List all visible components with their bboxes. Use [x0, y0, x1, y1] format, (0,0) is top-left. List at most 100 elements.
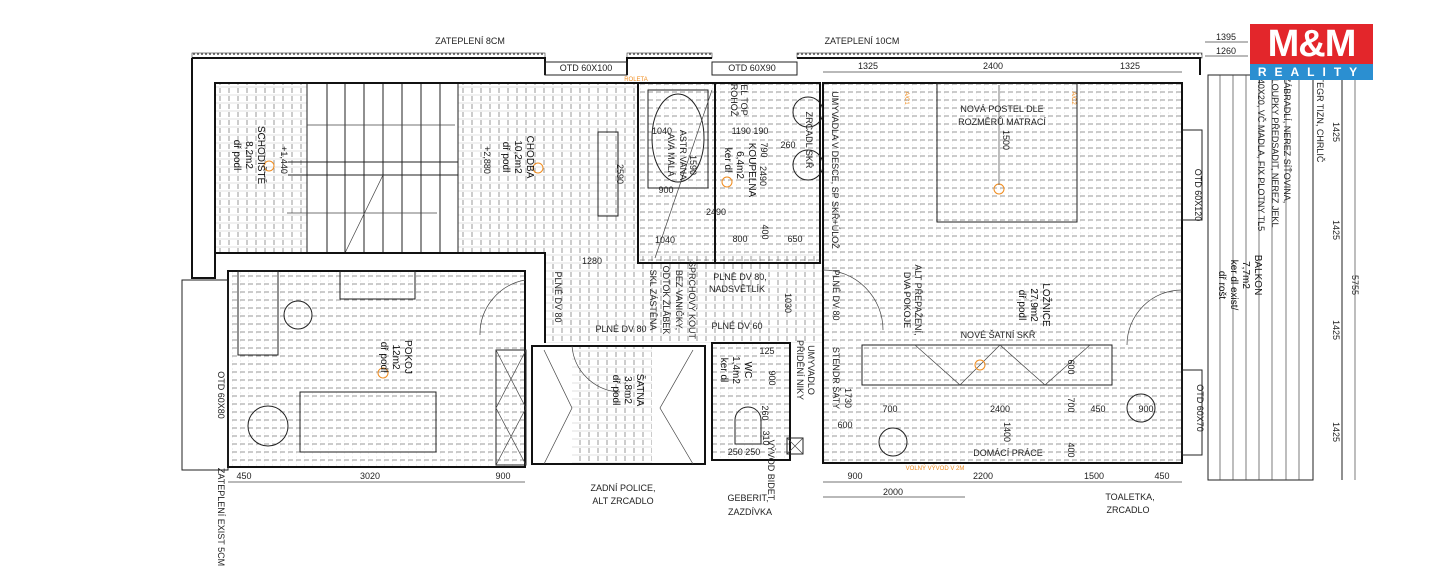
floor-chodba	[458, 83, 638, 253]
floor-loznice	[823, 83, 1182, 463]
note-alt-zrcadlo: ALT ZRCADLO	[592, 496, 653, 506]
dim-r-1425d: 1425	[1331, 422, 1341, 442]
dim-top-3: 1325	[1120, 61, 1140, 71]
dim-l-1400: 1400	[1002, 422, 1012, 442]
insulation-10cm-label: ZATEPLENÍ 10CM	[825, 36, 900, 46]
note-zabradli-3: 40X20, VČ MADLA, FIX PLOTNY TL5	[1256, 79, 1266, 231]
note-alt-prepazeni: ALT PŘEPAŽENÍ,	[913, 264, 923, 335]
dim-l-600b: 600	[1066, 359, 1076, 374]
dim-wc-900: 900	[767, 370, 777, 385]
dim-k-1590: 1590	[688, 155, 698, 175]
note-postel-2: ROZMĚRŮ MATRACÍ	[958, 116, 1046, 127]
note-geberit: GEBERIT,	[727, 493, 768, 503]
note-umyvadla: UMYVADLA V DESCE, SP SKŘ+ÚLOŽ	[830, 91, 840, 249]
room-loznice-name: LOŽNICE	[1040, 283, 1053, 327]
furniture	[237, 74, 1343, 481]
window-60x70-label: OTD 60X70	[1195, 384, 1205, 432]
room-balkon-area: 7,7m2	[1240, 261, 1251, 289]
note-nadsvetlik: NADSVĚTLÍK	[709, 284, 765, 294]
note-zadni-police: ZADNÍ POLICE,	[590, 483, 655, 493]
note-sprch-3: ODTOK ŽLÁBEK	[661, 266, 671, 335]
level-chodba: +2,880	[482, 146, 492, 174]
dim-r-1425a: 1425	[1331, 122, 1341, 142]
room-pokoj-name: POKOJ	[402, 340, 413, 374]
note-zazdivka: ZAZDÍVKA	[728, 507, 772, 517]
dim-l-600: 600	[837, 420, 852, 430]
insulation-exist-label: ZATEPLENÍ EXIST 5CM	[216, 468, 226, 566]
room-satna-floor: dř podl	[610, 375, 621, 406]
dim-2590: 2590	[615, 164, 625, 184]
dim-l-2400: 2400	[990, 404, 1010, 414]
label-a-c2: A/C2	[1070, 91, 1076, 105]
room-schodiste-name: SCHODIŠTĚ	[255, 126, 268, 185]
dim-lb-450: 450	[1154, 471, 1169, 481]
note-rohoz: ROHOŽ	[729, 84, 739, 117]
room-pokoj-area: 12m2	[390, 344, 401, 369]
dim-k-2490a: 2490	[758, 166, 768, 186]
note-volny-vyvod: VOLNÝ VÝVOD V 2M	[906, 465, 965, 472]
note-dva-pokoje: DVA POKOJE	[902, 272, 912, 328]
note-astr-vana: ASTR VANA	[678, 130, 688, 180]
window-60x120-label: OTD 60X120	[1193, 169, 1203, 222]
roleta-label: ROLETA	[624, 77, 648, 83]
room-chodba-area: 10,2m2	[512, 140, 523, 174]
dim-1260: 1260	[1216, 46, 1236, 56]
dim-l-1500: 1500	[1001, 130, 1011, 150]
dim-k-650: 650	[787, 234, 802, 244]
floor-satna	[572, 346, 652, 464]
room-koupelna-area: 6,4m2	[734, 151, 745, 179]
electrical-marks	[263, 160, 1005, 379]
note-el-top: EL TOP	[739, 84, 749, 115]
dim-wc-250: 250 250	[728, 447, 761, 457]
dim-lb-1500: 1500	[1084, 471, 1104, 481]
dim-k-800: 800	[732, 234, 747, 244]
note-integr: INTEGR TIZN, CHRLIČ	[1315, 68, 1325, 163]
room-wc-area: 1,4m2	[730, 356, 741, 384]
dim-r-1425c: 1425	[1331, 320, 1341, 340]
dim-1030: 1030	[783, 293, 793, 313]
note-satni-skr: NOVÉ ŠATNÍ SKŘ	[961, 330, 1036, 340]
note-sprch-1: SPRCHOVÝ KOUT	[687, 261, 697, 340]
note-sprch-4: SKL ZÁSTĚNA	[648, 270, 658, 331]
room-satna-name: ŠATNA	[634, 374, 647, 407]
floor-wc	[712, 343, 790, 460]
dim-1280: 1280	[582, 256, 602, 266]
window-60x100-label: OTD 60X100	[560, 63, 613, 73]
floor-schodiste	[215, 83, 307, 253]
room-satna-area: 3,8m2	[622, 376, 633, 404]
dim-l-700a: 700	[882, 404, 897, 414]
note-plne-dv80-h: PLNÉ DV 80	[595, 324, 646, 334]
dim-1395: 1395	[1216, 32, 1236, 42]
room-loznice-floor: dř podl	[1016, 290, 1027, 321]
dim-l-700b: 700	[1066, 397, 1076, 412]
note-zabradli-2: SLOUPKY PŘEDSADIT, NEREZ JEKL	[1270, 73, 1280, 228]
note-domaci-prace: DOMÁCÍ PRÁCE	[973, 448, 1043, 458]
note-plne-dv60: PLNÉ DV 60	[711, 321, 762, 331]
room-balkon-name: BALKON	[1252, 255, 1263, 296]
window-60x80-label: OTD 60X80	[216, 371, 226, 419]
note-zrcadl: ZRCADL SKŘ	[804, 112, 814, 169]
window-60x90-label: OTD 60X90	[728, 63, 776, 73]
note-ava-mala: AVA MALÁ	[666, 133, 676, 176]
dim-lb-900: 900	[847, 471, 862, 481]
note-prideni-niky: PŘIDĚNÍ NIKY	[795, 340, 805, 400]
note-zabradli-1: ZÁBRADLÍ, NEREZ SÍŤOVINA,	[1282, 77, 1292, 204]
dim-pb-450: 450	[236, 471, 251, 481]
dim-l-400: 400	[1066, 442, 1076, 457]
note-plne-dv80-loznice: PLNÉ DV 80	[831, 269, 841, 320]
dim-k-1190: 1190 190	[732, 126, 769, 136]
room-schodiste-floor: dř podl	[231, 140, 242, 171]
room-balkon-floor: ker dl exist/	[1228, 260, 1239, 311]
dim-k-790: 790	[759, 142, 769, 157]
dim-lb-2000: 2000	[883, 487, 903, 497]
dim-pb-3020: 3020	[360, 471, 380, 481]
dim-r-1425b: 1425	[1331, 220, 1341, 240]
room-pokoj-floor: dř podl	[378, 342, 389, 373]
note-postel-1: NOVÁ POSTEL DLE	[960, 104, 1043, 114]
logo-sub: REALITY	[1250, 64, 1373, 80]
room-loznice-area: 27,9m2	[1028, 288, 1039, 322]
room-wc-name: WC	[742, 362, 753, 379]
floor-pokoj	[228, 271, 525, 467]
level-schodiste: +1,440	[279, 146, 289, 174]
